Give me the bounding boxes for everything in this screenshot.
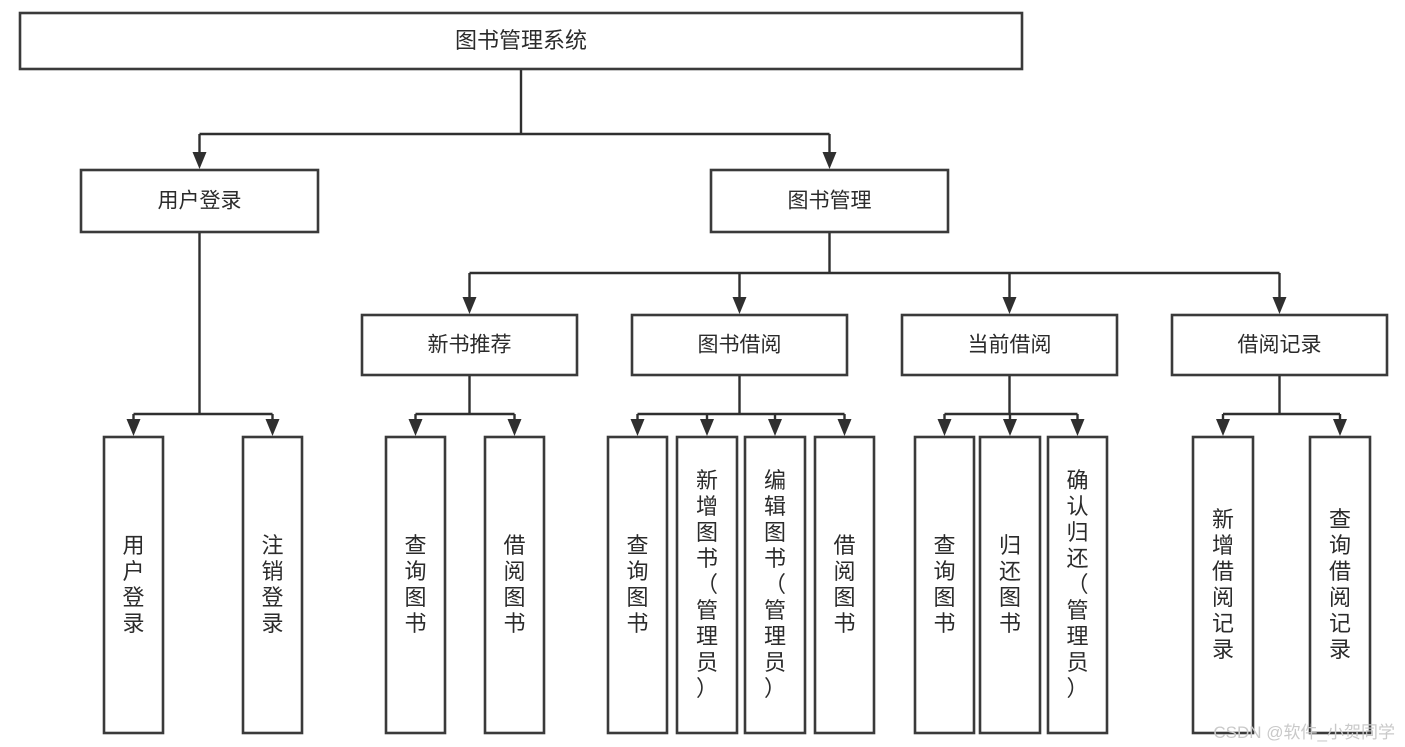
node-root[interactable]: 图书管理系统 (18, 11, 1024, 71)
arrow-head-icon (408, 419, 423, 436)
node-book-borrow[interactable]: 图书借阅 (630, 313, 849, 377)
node-label: 新增图书（管理员） (696, 468, 718, 701)
arrow-head-icon (1333, 419, 1347, 436)
connectors-layer (126, 69, 1347, 436)
node-leaf-query-book-2[interactable]: 查询图书 (606, 435, 669, 735)
node-leaf-query-book-3[interactable]: 查询图书 (913, 435, 976, 735)
node-leaf-add-book[interactable]: 新增图书（管理员） (675, 435, 739, 735)
node-user-login[interactable]: 用户登录 (79, 168, 320, 234)
node-label: 借阅记录 (1238, 334, 1322, 357)
node-label: 借阅图书 (503, 533, 525, 636)
arrow-head-icon (1272, 297, 1287, 314)
arrow-head-icon (837, 419, 852, 436)
arrow-head-icon (462, 297, 477, 314)
node-label: 查询图书 (404, 533, 426, 636)
arrow-head-icon (732, 297, 747, 314)
node-leaf-return-book[interactable]: 归还图书 (978, 435, 1042, 735)
node-label: 图书管理系统 (455, 28, 587, 53)
arrow-head-icon (768, 419, 782, 436)
node-label: 查询图书 (933, 533, 955, 636)
node-label: 注销登录 (261, 533, 283, 636)
node-label: 当前借阅 (968, 334, 1052, 357)
arrow-head-icon (630, 419, 645, 436)
arrow-head-icon (1002, 297, 1017, 314)
node-book-manage[interactable]: 图书管理 (709, 168, 950, 234)
node-label: 查询图书 (626, 533, 648, 636)
node-label: 查询借阅记录 (1329, 507, 1351, 662)
nodes-layer: 图书管理系统用户登录图书管理新书推荐图书借阅当前借阅借阅记录用户登录注销登录查询… (18, 11, 1389, 735)
arrow-head-icon (126, 419, 141, 436)
arrow-head-icon (265, 419, 280, 436)
node-leaf-borrow-book-2[interactable]: 借阅图书 (813, 435, 876, 735)
node-label: 借阅图书 (833, 533, 855, 636)
node-label: 归还图书 (999, 533, 1021, 636)
node-label: 新增借阅记录 (1212, 507, 1234, 662)
arrow-head-icon (507, 419, 522, 436)
node-label: 图书借阅 (698, 334, 782, 357)
node-leaf-query-record[interactable]: 查询借阅记录 (1308, 435, 1372, 735)
arrow-head-icon (1003, 419, 1017, 436)
node-leaf-logout-login[interactable]: 注销登录 (241, 435, 304, 735)
node-leaf-edit-book[interactable]: 编辑图书（管理员） (743, 435, 807, 735)
node-label: 确认归还（管理员） (1066, 468, 1088, 701)
node-label: 用户登录 (122, 533, 144, 636)
node-leaf-add-record[interactable]: 新增借阅记录 (1191, 435, 1255, 735)
node-new-book-recommend[interactable]: 新书推荐 (360, 313, 579, 377)
arrow-head-icon (937, 419, 952, 436)
arrow-head-icon (1216, 419, 1230, 436)
node-label: 新书推荐 (428, 334, 512, 357)
node-leaf-borrow-book-1[interactable]: 借阅图书 (483, 435, 546, 735)
arrow-head-icon (700, 419, 714, 436)
arrow-head-icon (1070, 419, 1085, 436)
node-label: 编辑图书（管理员） (764, 468, 786, 701)
node-current-borrow[interactable]: 当前借阅 (900, 313, 1119, 377)
node-leaf-user-login[interactable]: 用户登录 (102, 435, 165, 735)
node-leaf-confirm-return[interactable]: 确认归还（管理员） (1046, 435, 1109, 735)
node-label: 图书管理 (788, 190, 872, 213)
node-borrow-record[interactable]: 借阅记录 (1170, 313, 1389, 377)
arrow-head-icon (192, 152, 207, 169)
node-leaf-query-book-1[interactable]: 查询图书 (384, 435, 447, 735)
watermark-text: CSDN @软件_小贺同学 (1213, 723, 1395, 742)
arrow-head-icon (822, 152, 837, 169)
node-label: 用户登录 (158, 190, 242, 213)
